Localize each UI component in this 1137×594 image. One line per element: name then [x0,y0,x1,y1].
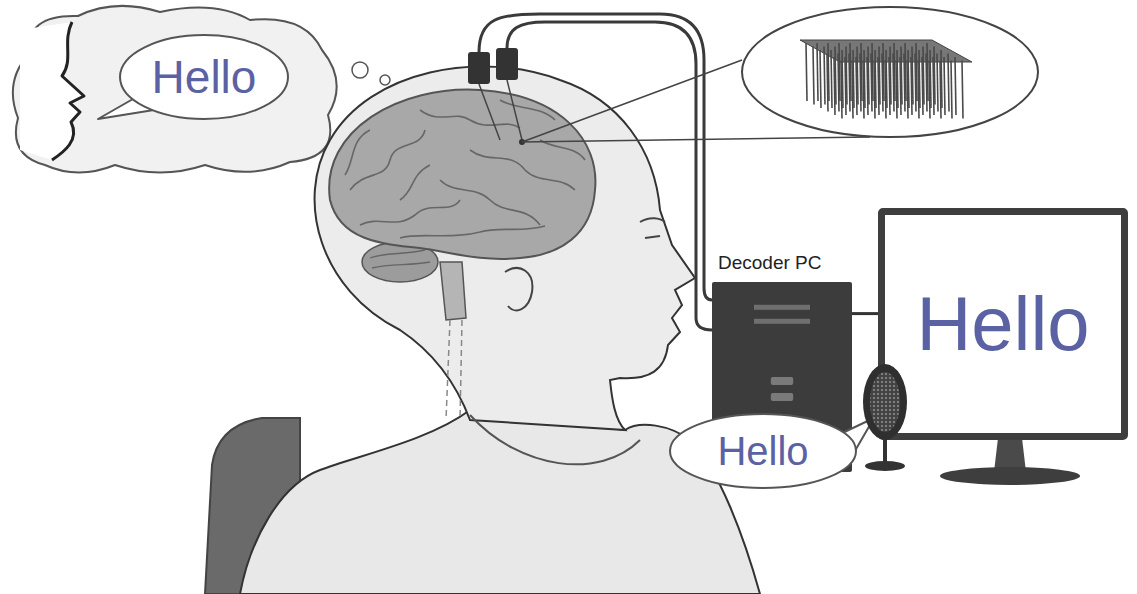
brain-gyri [345,100,585,238]
needle [915,54,916,112]
face-profile-fill [20,22,84,160]
face-profile [52,22,84,160]
needle [852,61,853,119]
brain-stem [440,262,466,320]
needle [951,61,952,119]
needle [948,54,949,112]
needle [918,61,919,119]
needle [827,54,828,112]
speech-bubble: Hello [118,33,290,121]
monitor-neck [994,438,1026,472]
needle [860,54,861,112]
magnifier-circle [742,7,1038,137]
pc-button [771,377,793,385]
needle [929,61,930,119]
speech-bubble: Hello [668,412,858,490]
node-text: Hello [916,282,1089,366]
needle [831,50,832,108]
needle [834,57,835,115]
electrode-wire [479,80,522,140]
needle [849,54,850,112]
needle [911,57,912,115]
eyebrow [640,218,665,222]
needle [885,61,886,119]
needle [944,57,945,115]
brain [329,90,595,259]
needle [904,54,905,112]
needle [845,57,846,115]
needle [871,54,872,112]
needle [824,47,825,105]
needle [838,54,839,112]
needle [856,57,857,115]
needle [896,61,897,119]
needle [867,57,868,115]
drive-slot [754,305,810,310]
monitor-screen: Hello [878,208,1128,440]
needle [955,57,956,115]
thought-cloud [13,6,337,173]
needle [841,61,842,119]
drive-slot [754,319,810,324]
thought-dot [352,62,368,78]
electrode-array [800,40,972,119]
eye [645,236,660,238]
node-heading: Decoder PC [718,253,822,274]
speaker-icon [863,364,907,471]
bubble-ellipse [670,414,856,488]
needle [820,50,821,108]
spinal-line [460,320,462,420]
needle [900,57,901,115]
collar [470,415,640,464]
needle [806,43,807,101]
thought-dot [380,75,390,85]
cable [479,14,712,300]
cable [507,22,712,330]
node-text: Hello [152,52,257,103]
needle [874,61,875,119]
needle [863,61,864,119]
pc-button [771,393,793,401]
needle [878,57,879,115]
needle [893,54,894,112]
monitor-base [940,467,1080,485]
cable-connector [852,312,878,315]
bubble-ellipse [120,35,288,119]
head [315,67,695,431]
needle [907,61,908,119]
needle [813,47,814,105]
ear [505,268,532,310]
connector [496,48,518,80]
needle [889,57,890,115]
needle [817,43,818,101]
needle [922,57,923,115]
needle [937,54,938,112]
needle [882,54,883,112]
connector [468,52,490,84]
spinal-line [446,320,450,420]
needle [962,61,963,119]
needle [926,54,927,112]
node-text: Hello [717,429,808,473]
needle [933,57,934,115]
needle [940,61,941,119]
cerebellum-folds [370,250,430,268]
